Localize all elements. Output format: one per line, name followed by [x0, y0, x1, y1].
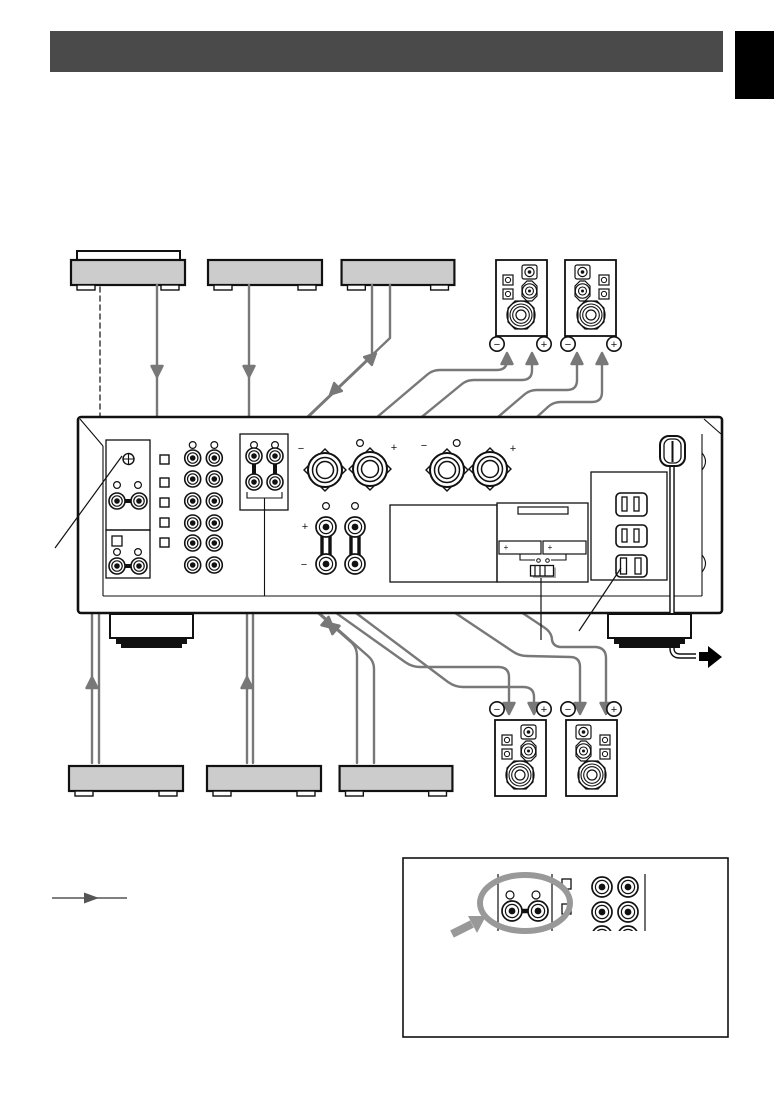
terminal-minus-label: − [298, 443, 304, 455]
input-jack-grid [183, 441, 224, 574]
terminal-minus-label: − [421, 440, 427, 452]
speaker-terminal-knob [472, 451, 508, 487]
arrow-down-icon [502, 701, 516, 716]
phono-jack-right [130, 492, 148, 510]
speaker-bottom-right [565, 719, 618, 797]
arrow-up-icon [240, 675, 254, 690]
polarity-label: − [494, 704, 500, 716]
arrow-up-icon [500, 351, 514, 366]
ac-outlet [615, 524, 648, 548]
minus-row-label: − [301, 559, 307, 571]
gnd-callout-line [54, 455, 123, 549]
coupler-jack-block [239, 433, 289, 596]
speaker-terminals: − + − + [298, 439, 516, 492]
outlet-callout-line [578, 567, 622, 632]
page-corner-tab [735, 31, 774, 99]
speaker-terminal-knob [307, 452, 343, 488]
amplifier-rear-panel: − + − + + [54, 415, 724, 668]
amp-foot-right [607, 613, 692, 648]
polarity-label: + [611, 704, 617, 716]
speaker-bottom-left [494, 719, 547, 797]
label-plate [517, 506, 569, 515]
arrow-up-icon [85, 675, 99, 690]
line-jack-left [108, 557, 126, 575]
voltage-switch [529, 564, 555, 577]
selector-squares [159, 454, 170, 548]
highlight-ellipse [477, 872, 573, 934]
polarity-label: − [565, 339, 571, 351]
ac-outlet [615, 554, 648, 578]
arrow-up-icon [595, 351, 609, 366]
plus-row-label: + [302, 521, 308, 533]
shorted-jack-left [501, 900, 523, 922]
speaker-top-left-terminals: − + [488, 335, 552, 352]
speaker-terminal-knob [352, 451, 388, 487]
power-cord [659, 435, 722, 668]
arrow-down-icon [150, 364, 164, 379]
voltage-plus-label: + [548, 543, 553, 552]
ac-outlet [615, 492, 648, 517]
speaker-top-left [495, 259, 548, 337]
bottom-component-3 [338, 764, 454, 798]
page-title-bar [50, 31, 723, 72]
speaker-bottom-left-terminals: − + [488, 700, 552, 717]
amp-foot-left [109, 613, 194, 648]
power-cord-arrow-icon [699, 646, 722, 668]
arrow-up-icon [525, 351, 539, 366]
signal-direction-arrow-icon [84, 892, 99, 904]
speaker-bottom-right-terminals: − + [559, 700, 622, 717]
turntable [69, 250, 187, 292]
polarity-label: − [494, 339, 500, 351]
voltage-selector-section: + + [389, 502, 589, 583]
signal-direction-legend [52, 892, 127, 904]
pre-main-jacks: + − [301, 502, 366, 575]
arrow-down-icon [242, 364, 256, 379]
polarity-label: − [565, 704, 571, 716]
phono-gnd-section [105, 439, 151, 579]
polarity-label: + [541, 339, 547, 351]
bottom-component-1 [67, 764, 185, 798]
ac-outlets-section [590, 471, 668, 581]
terminal-plus-label: + [391, 442, 397, 454]
speaker-terminal-knob [429, 452, 465, 488]
inset-closeup-box [402, 857, 729, 1038]
top-component-3 [340, 258, 456, 292]
line-jack-right [130, 557, 148, 575]
top-component-2 [206, 258, 324, 292]
polarity-label: + [611, 339, 617, 351]
shorted-jack-right [527, 900, 549, 922]
arrow-up-icon [570, 351, 584, 366]
gnd-screw-terminal [122, 452, 135, 466]
phono-jack-left [108, 492, 126, 510]
speaker-top-right [564, 259, 617, 337]
inset-pointer-arrow-icon [450, 916, 486, 938]
polarity-label: + [541, 704, 547, 716]
bottom-component-2 [205, 764, 323, 798]
voltage-plus-label: + [504, 543, 509, 552]
arrow-down-icon [573, 701, 587, 716]
terminal-plus-label: + [510, 443, 516, 455]
speaker-top-right-terminals: − + [559, 335, 622, 352]
